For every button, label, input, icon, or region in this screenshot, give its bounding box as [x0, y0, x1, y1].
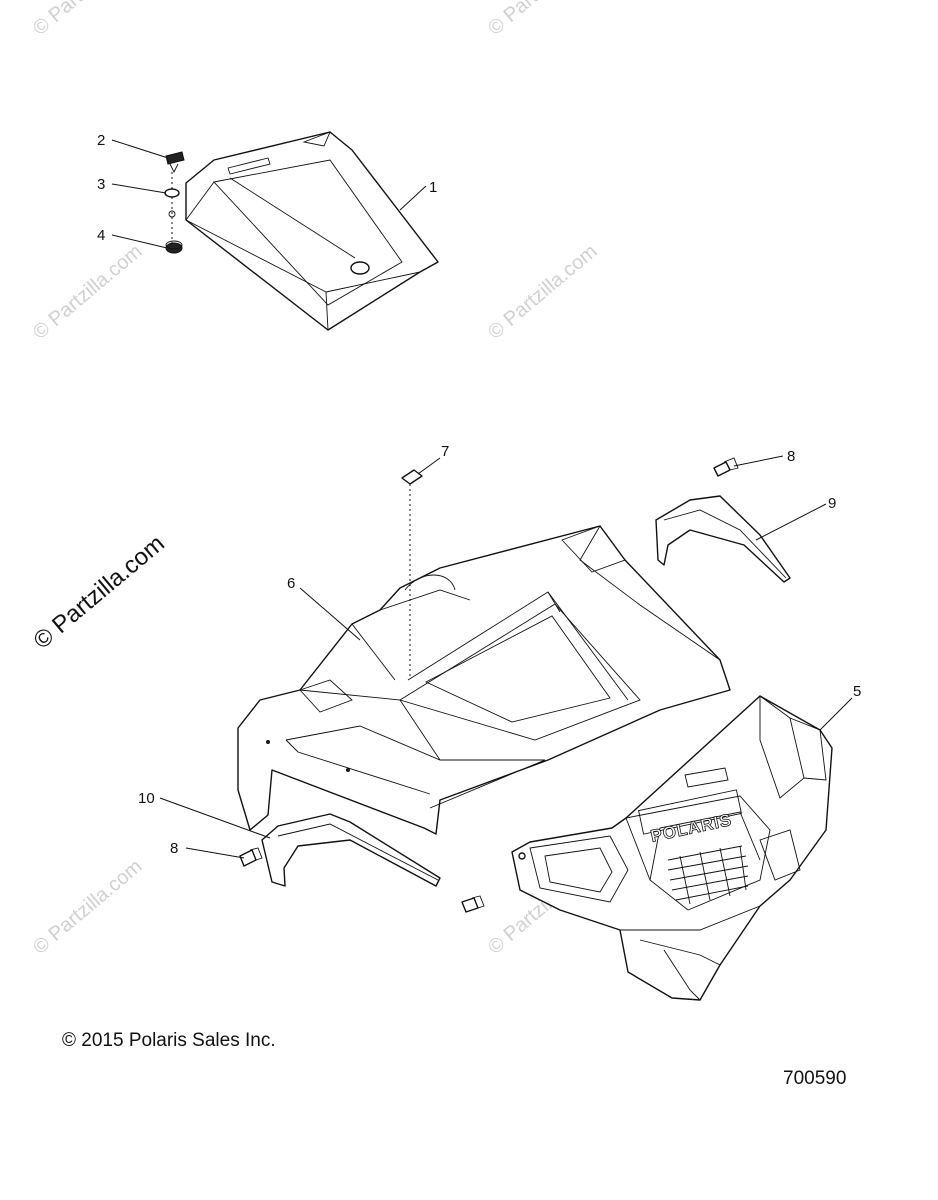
copyright-notice: © 2015 Polaris Sales Inc.: [62, 1030, 276, 1051]
part-6-hood: [237, 525, 731, 835]
part-7-pad: [401, 469, 423, 676]
leader-lines: [111, 139, 853, 859]
part-10-trim: [261, 813, 441, 887]
callout-7: 7: [441, 443, 449, 460]
callout-8-top: 8: [787, 448, 795, 465]
watermark-top-left: © Partzilla.com: [29, 0, 146, 40]
part-3-washer: [164, 188, 180, 198]
callout-10: 10: [138, 790, 155, 807]
part-9-trim: [655, 495, 791, 583]
callout-6: 6: [287, 575, 295, 592]
callout-5: 5: [853, 683, 861, 700]
callout-8-left: 8: [170, 840, 178, 857]
part-1-cover: [168, 131, 439, 331]
callout-9: 9: [828, 495, 836, 512]
part-8-rivet-bottom: [461, 895, 485, 913]
part-8-rivet-left: [239, 847, 263, 867]
watermark-bottom-left: © Partzilla.com: [29, 855, 146, 958]
watermark-top-center: © Partzilla.com: [484, 0, 601, 40]
callout-2: 2: [97, 132, 105, 149]
watermark-mid-left: © Partzilla.com: [29, 240, 146, 343]
fastener-stack: [164, 151, 185, 254]
part-4-grommet: [165, 240, 183, 254]
callout-4: 4: [97, 227, 105, 244]
part-8-rivet-top: [713, 457, 739, 477]
watermark-mid-center: © Partzilla.com: [484, 240, 601, 343]
watermark-prominent: © Partzilla.com: [29, 530, 170, 655]
part-2-fastener: [165, 151, 185, 174]
callout-3: 3: [97, 176, 105, 193]
grille-mesh: [667, 845, 749, 905]
callout-1: 1: [429, 179, 437, 196]
part-5-front-grille: POLARIS: [511, 695, 833, 1001]
diagram-number: 700590: [783, 1068, 847, 1089]
callouts: 1 2 3 4 5 6 7 8 9 10 8: [97, 132, 861, 857]
